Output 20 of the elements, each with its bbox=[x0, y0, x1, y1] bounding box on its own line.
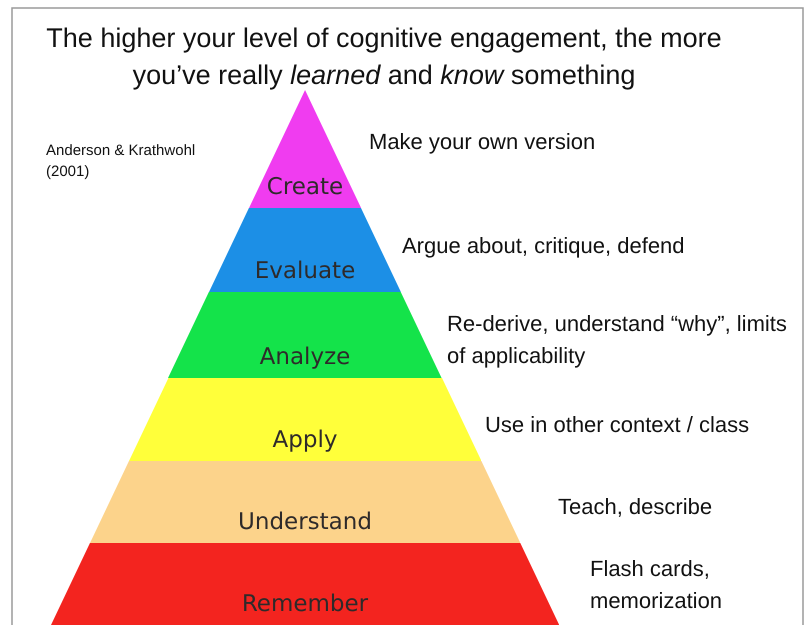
pyramid-level bbox=[50, 543, 560, 625]
pyramid-level bbox=[248, 90, 362, 208]
pyramid-level bbox=[168, 292, 442, 378]
level-label: Evaluate bbox=[254, 258, 356, 284]
level-description: Re-derive, understand “why”, limits of applicability bbox=[447, 310, 788, 370]
pyramid-level bbox=[209, 208, 401, 292]
citation-text: Anderson & Krathwohl (2001) bbox=[46, 141, 196, 182]
title-text: The higher your level of cognitive engagement, the more you’ve really learned and know something bbox=[45, 22, 723, 92]
level-label: Analyze bbox=[260, 344, 350, 370]
pyramid-level bbox=[90, 461, 520, 543]
pyramid-level bbox=[128, 378, 482, 461]
level-description: Use in other context / class bbox=[485, 411, 750, 439]
level-label: Understand bbox=[238, 509, 372, 535]
level-description: Flash cards, memorization bbox=[590, 555, 724, 615]
level-label: Apply bbox=[272, 427, 338, 453]
level-label: Remember bbox=[242, 591, 368, 617]
level-description: Teach, describe bbox=[558, 493, 714, 521]
level-description: Make your own version bbox=[369, 128, 596, 156]
level-description: Argue about, critique, defend bbox=[402, 232, 686, 260]
level-label: Create bbox=[266, 174, 344, 200]
